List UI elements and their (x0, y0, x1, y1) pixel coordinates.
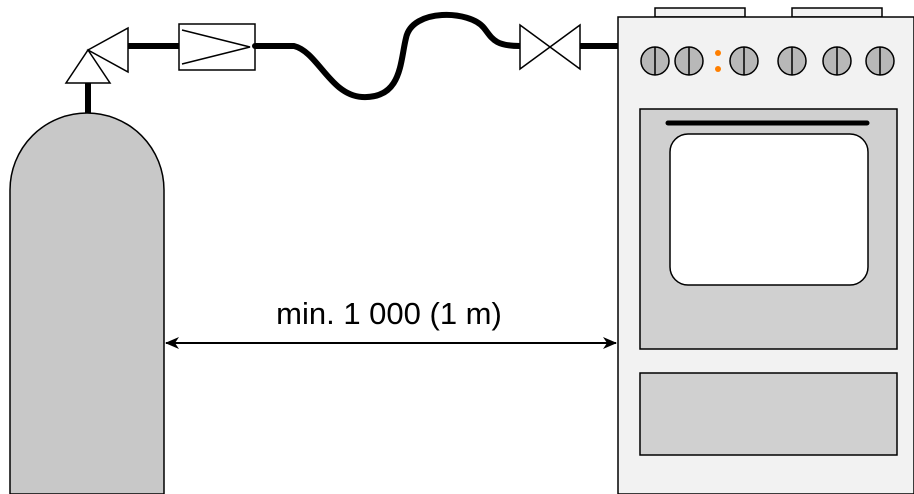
stove-lid-left (654, 7, 746, 18)
pressure-regulator-icon (64, 26, 129, 84)
dimension-label: min. 1 000 (1 m) (276, 296, 502, 331)
knob (777, 46, 807, 76)
knob-row (640, 46, 895, 76)
gas-stove (617, 7, 914, 494)
shut-off-valve-icon (519, 23, 581, 71)
indicator-lights (715, 50, 721, 72)
knob (640, 46, 670, 76)
oven-window (669, 133, 869, 286)
knob (865, 46, 895, 76)
stove-lid-right (791, 7, 883, 18)
storage-drawer (639, 372, 898, 456)
knob (674, 46, 704, 76)
flexible-hose (252, 11, 523, 101)
gas-cylinder (9, 83, 165, 494)
knob (822, 46, 852, 76)
gas-filter-icon (178, 23, 256, 71)
cylinder-body (9, 112, 165, 494)
knob (729, 46, 759, 76)
distance-dimension: min. 1 000 (1 m) (165, 296, 617, 349)
